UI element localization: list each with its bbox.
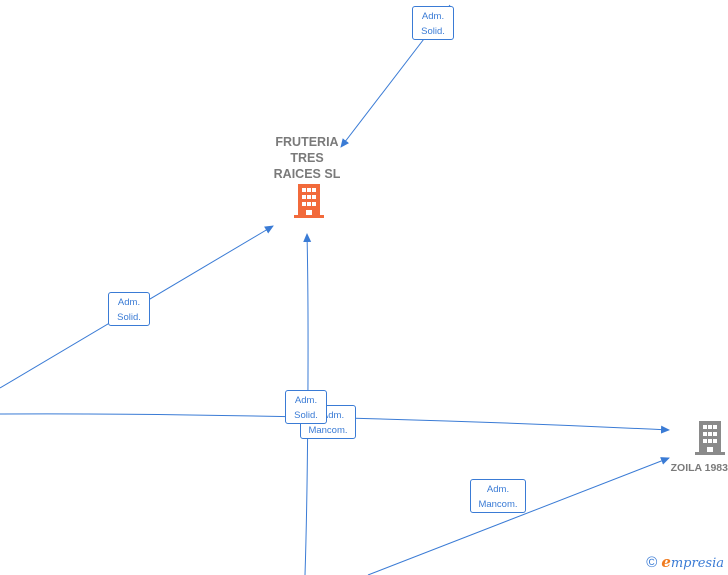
- building-icon[interactable]: [294, 184, 324, 218]
- brand-logo[interactable]: © empresia: [646, 553, 724, 571]
- edge-bottom-to-zoila: [367, 457, 670, 575]
- edge-label-center-front[interactable]: Adm. Solid.: [285, 390, 327, 424]
- edge-label-top[interactable]: Adm. Solid.: [412, 6, 454, 40]
- edge-label-bottom-right[interactable]: Adm. Mancom.: [470, 479, 526, 513]
- brand-wordmark: empresia: [661, 553, 724, 571]
- copyright-icon: ©: [646, 553, 658, 571]
- building-icon[interactable]: [695, 421, 725, 455]
- edge-label-left[interactable]: Adm. Solid.: [108, 292, 150, 326]
- zoila-company-name: ZOILA 1983: [670, 462, 728, 474]
- main-company-name: FRUTERIA TRES RAICES SL: [273, 135, 341, 181]
